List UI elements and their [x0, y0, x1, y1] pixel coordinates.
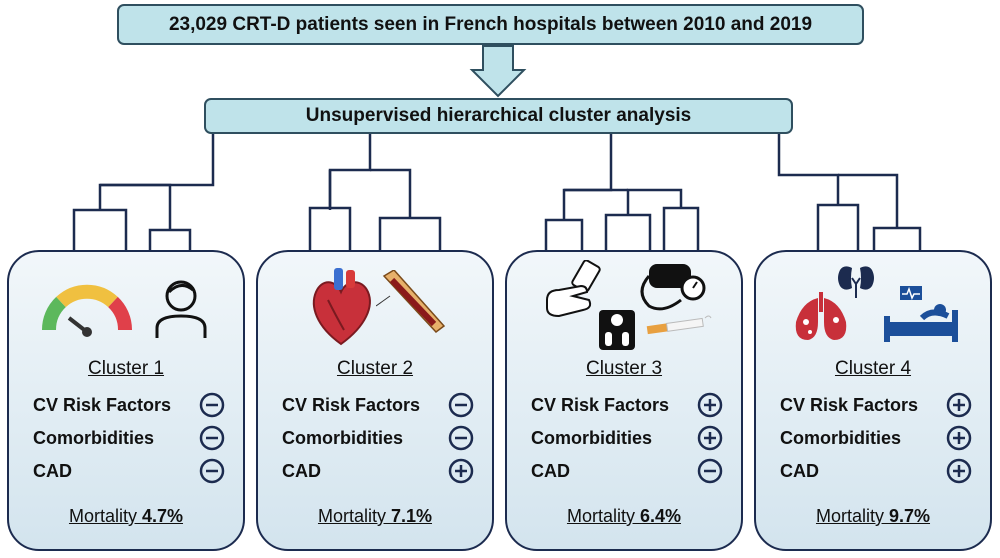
row-cad: CAD: [531, 456, 723, 486]
mortality-line: Mortality 4.7%: [9, 506, 243, 527]
row-cv-risk-factors: CV Risk Factors: [33, 390, 225, 420]
down-arrow-icon: [469, 45, 527, 98]
cluster-title: Cluster 1: [87, 358, 165, 379]
mortality-line: Mortality 7.1%: [258, 506, 492, 527]
row-comorbidities: Comorbidities: [282, 423, 474, 453]
row-label: Comorbidities: [33, 427, 155, 448]
mortality-label: Mortality: [68, 506, 142, 526]
row-cv-risk-factors: CV Risk Factors: [531, 390, 723, 420]
connector-line: [98, 134, 215, 210]
row-label: CAD: [531, 460, 570, 481]
cluster-panel-4: Cluster 4 CV Risk Factors Comorbidities …: [754, 250, 992, 551]
row-cv-risk-factors: CV Risk Factors: [780, 390, 972, 420]
connector-line: [777, 134, 840, 205]
header-box: 23,029 CRT-D patients seen in French hos…: [117, 4, 864, 45]
mortality-label: Mortality: [317, 506, 391, 526]
plus-icon: [448, 458, 474, 484]
artery-icon: [376, 270, 446, 334]
mortality-value: 9.7%: [888, 506, 931, 526]
gauge-icon: [41, 284, 133, 337]
cluster-panel-3: Cluster 3 CV Risk Factors Comorbidities …: [505, 250, 743, 551]
header-title: 23,029 CRT-D patients seen in French hos…: [168, 13, 813, 35]
analysis-title: Unsupervised hierarchical cluster analys…: [305, 105, 692, 126]
row-label: CAD: [282, 460, 321, 481]
minus-icon: [448, 425, 474, 451]
row-cv-risk-factors: CV Risk Factors: [282, 390, 474, 420]
row-label: Comorbidities: [282, 427, 404, 448]
scale-icon: [599, 310, 635, 350]
mortality-value: 7.1%: [390, 506, 433, 526]
row-cad: CAD: [282, 456, 474, 486]
row-label: CV Risk Factors: [282, 394, 421, 415]
heart-icon: [312, 268, 371, 346]
row-comorbidities: Comorbidities: [531, 423, 723, 453]
blood-pressure-icon: [640, 264, 706, 311]
connector-line: [562, 134, 613, 220]
cigarette-icon: [646, 315, 712, 335]
plus-icon: [946, 458, 972, 484]
plus-icon: [697, 425, 723, 451]
plus-icon: [946, 392, 972, 418]
cluster-panel-1: Cluster 1 CV Risk Factors Comorbidities …: [7, 250, 245, 551]
row-label: CAD: [33, 460, 72, 481]
mortality-value: 6.4%: [639, 506, 682, 526]
minus-icon: [199, 425, 225, 451]
plus-icon: [697, 392, 723, 418]
kidneys-icon: [838, 266, 874, 298]
row-cad: CAD: [780, 456, 972, 486]
row-label: CV Risk Factors: [33, 394, 172, 415]
mortality-label: Mortality: [815, 506, 889, 526]
row-label: CV Risk Factors: [531, 394, 670, 415]
row-label: Comorbidities: [780, 427, 902, 448]
row-comorbidities: Comorbidities: [780, 423, 972, 453]
minus-icon: [199, 392, 225, 418]
row-label: CV Risk Factors: [780, 394, 919, 415]
plus-icon: [946, 425, 972, 451]
row-cad: CAD: [33, 456, 225, 486]
cluster-title: Cluster 3: [585, 358, 663, 379]
connector-line: [328, 134, 372, 210]
mortality-value: 4.7%: [141, 506, 184, 526]
lungs-icon: [795, 292, 847, 340]
row-label: CAD: [780, 460, 819, 481]
mortality-line: Mortality 6.4%: [507, 506, 741, 527]
minus-icon: [199, 458, 225, 484]
minus-icon: [448, 392, 474, 418]
person-icon: [155, 280, 207, 338]
minus-icon: [697, 458, 723, 484]
cluster-title: Cluster 2: [336, 358, 414, 379]
mortality-line: Mortality 9.7%: [756, 506, 990, 527]
row-label: Comorbidities: [531, 427, 653, 448]
cluster-panel-2: Cluster 2 CV Risk Factors Comorbidities …: [256, 250, 494, 551]
hospital-bed-icon: [884, 286, 958, 342]
analysis-box: Unsupervised hierarchical cluster analys…: [204, 98, 793, 134]
row-comorbidities: Comorbidities: [33, 423, 225, 453]
cluster-title: Cluster 4: [834, 358, 912, 379]
mortality-label: Mortality: [566, 506, 640, 526]
glucometer-icon: [546, 260, 601, 318]
